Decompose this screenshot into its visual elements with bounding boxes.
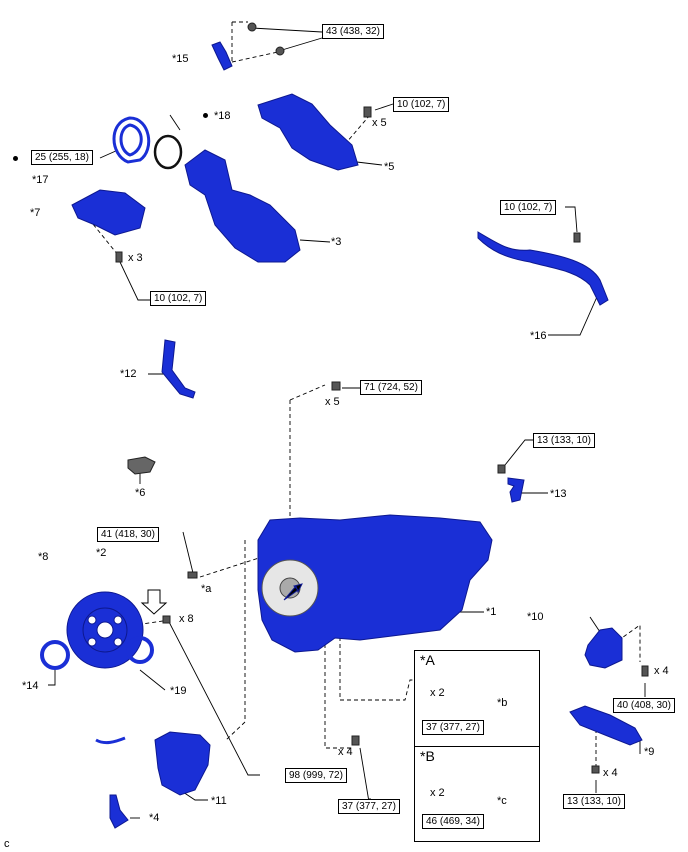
- view-arrow-icon: [140, 589, 168, 615]
- bolt-icon: [162, 615, 171, 624]
- spacer-part-19: [126, 636, 154, 664]
- bracket-part-4: [109, 794, 129, 829]
- torque-box: 13 (133, 10): [563, 794, 625, 809]
- bolt-icon: [331, 381, 341, 391]
- bolt-icon: [497, 464, 506, 474]
- torque-box: 43 (438, 32): [322, 24, 384, 39]
- part-label: *12: [120, 368, 137, 380]
- part-label: *16: [530, 330, 547, 342]
- part-label: *6: [135, 487, 146, 499]
- gasket-part-17: [112, 116, 151, 164]
- torque-box: 10 (102, 7): [500, 200, 557, 215]
- bolt-icon: [363, 106, 372, 118]
- part-label: *10: [527, 611, 544, 623]
- torque-box: 37 (377, 27): [422, 720, 484, 735]
- part-label: *a: [201, 583, 212, 595]
- torque-box: 13 (133, 10): [533, 433, 595, 448]
- part-label: *2: [96, 547, 107, 559]
- spacer-part-14: [40, 640, 70, 670]
- panel-divider: [414, 746, 539, 747]
- heat-insulator-part-5: [257, 93, 359, 171]
- part-label: *17: [32, 174, 49, 186]
- bracket-part-15: [211, 41, 233, 71]
- converter-part-3: [184, 149, 301, 263]
- quantity-label: x 4: [338, 746, 353, 758]
- part-label: *13: [550, 488, 567, 500]
- part-label: *c: [497, 795, 507, 807]
- quantity-label: x 3: [128, 252, 143, 264]
- torque-box: 41 (418, 30): [97, 527, 159, 542]
- bolt-icon: [573, 232, 581, 243]
- part-label: *15: [172, 53, 189, 65]
- bolt-icon: [115, 251, 123, 263]
- torque-box: 25 (255, 18): [31, 150, 93, 165]
- quantity-label: x 2: [430, 687, 445, 699]
- quantity-label: x 8: [179, 613, 194, 625]
- clamp-part-13: [507, 477, 525, 503]
- mount-part-10: [584, 627, 623, 669]
- torque-box: 40 (408, 30): [613, 698, 675, 713]
- panel-title-a: *A: [420, 652, 435, 668]
- part-label: *7: [30, 207, 41, 219]
- bolt-icon: [591, 765, 600, 774]
- part-label: *1: [486, 606, 497, 618]
- bolt-icon: [187, 571, 198, 579]
- gasket-part-18: [153, 134, 183, 170]
- torque-box: 10 (102, 7): [150, 291, 207, 306]
- direction-arrow-icon: [283, 583, 303, 601]
- part-label: *b: [497, 697, 508, 709]
- torque-box: 37 (377, 27): [338, 799, 400, 814]
- part-label: *18: [214, 110, 231, 122]
- transmission-part-1: [257, 514, 493, 653]
- wire-harness-part-16: [477, 231, 609, 306]
- torque-box: 98 (999, 72): [285, 768, 347, 783]
- part-label: *5: [384, 161, 395, 173]
- quantity-label: x 5: [372, 117, 387, 129]
- sensor-part-6: [127, 456, 156, 475]
- part-label: *9: [644, 746, 655, 758]
- bullet-dot: [203, 113, 208, 118]
- part-label: *3: [331, 236, 342, 248]
- torque-box: 46 (469, 34): [422, 814, 484, 829]
- part-label: *14: [22, 680, 39, 692]
- quantity-label: x 5: [325, 396, 340, 408]
- part-label: *8: [38, 551, 49, 563]
- nut-icon: [247, 22, 257, 32]
- starter-part-11: [154, 731, 211, 796]
- figure-code: c: [4, 838, 10, 850]
- quantity-label: x 4: [654, 665, 669, 677]
- insulator-part-7: [71, 189, 146, 236]
- part-label: *19: [170, 685, 187, 697]
- hose-part-12: [161, 339, 196, 399]
- bullet-dot: [13, 156, 18, 161]
- quantity-label: x 4: [603, 767, 618, 779]
- nut-icon: [275, 46, 285, 56]
- quantity-label: x 2: [430, 787, 445, 799]
- bolt-icon: [641, 665, 649, 677]
- part-label: *11: [211, 795, 227, 807]
- torque-box: 71 (724, 52): [360, 380, 422, 395]
- crossmember-part-9: [569, 705, 643, 746]
- torque-box: 10 (102, 7): [393, 97, 450, 112]
- bolt-icon: [351, 735, 360, 746]
- part-label: *4: [149, 812, 160, 824]
- panel-title-b: *B: [420, 748, 435, 764]
